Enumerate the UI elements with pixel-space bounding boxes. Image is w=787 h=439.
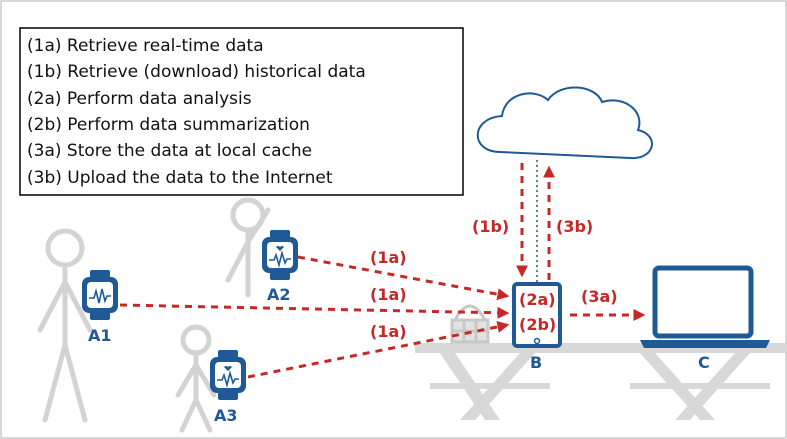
label-b-summary: (2b) — [519, 315, 556, 334]
person-a2-figure — [225, 197, 271, 298]
label-node-a3: A3 — [214, 406, 238, 425]
legend-item-1b: (1b) Retrieve (download) historical data — [27, 62, 366, 82]
label-cloud-to-b: (1b) — [472, 217, 509, 236]
table-top — [415, 343, 785, 353]
label-node-c: C — [698, 353, 710, 372]
table-illustration — [415, 343, 785, 420]
watch-a1-icon — [82, 270, 118, 320]
person-a3-figure — [175, 324, 217, 433]
label-b-analysis: (2a) — [519, 290, 556, 309]
person-a1-figure — [37, 228, 93, 423]
legend-item-2b: (2b) Perform data summarization — [27, 115, 310, 135]
label-node-a1: A1 — [88, 326, 112, 345]
label-a1-to-b: (1a) — [370, 285, 407, 304]
table-brace-left — [430, 383, 550, 389]
label-node-b: B — [530, 353, 542, 372]
label-a3-to-b: (1a) — [370, 322, 407, 341]
legend-box: (1a) Retrieve real-time data (1b) Retrie… — [19, 27, 464, 196]
basket-icon — [450, 304, 490, 344]
cloud-icon — [476, 86, 653, 160]
label-b-to-c: (3a) — [581, 287, 618, 306]
watch-a2-icon — [262, 230, 298, 280]
phone-b-icon — [512, 282, 562, 348]
label-a2-to-b: (1a) — [370, 248, 407, 267]
arrow-a3-to-b — [247, 321, 510, 379]
legend-item-3a: (3a) Store the data at local cache — [27, 141, 312, 161]
legend-item-1a: (1a) Retrieve real-time data — [27, 36, 264, 56]
table-brace-right — [630, 383, 770, 389]
laptop-c-icon — [640, 265, 770, 348]
legend-item-3b: (3b) Upload the data to the Internet — [27, 168, 333, 188]
label-b-to-cloud: (3b) — [556, 217, 593, 236]
legend-item-2a: (2a) Perform data analysis — [27, 89, 252, 109]
arrow-a2-to-b — [297, 255, 510, 301]
arrow-a1-to-b — [119, 303, 510, 319]
label-node-a2: A2 — [267, 285, 291, 304]
watch-a3-icon — [210, 350, 246, 400]
